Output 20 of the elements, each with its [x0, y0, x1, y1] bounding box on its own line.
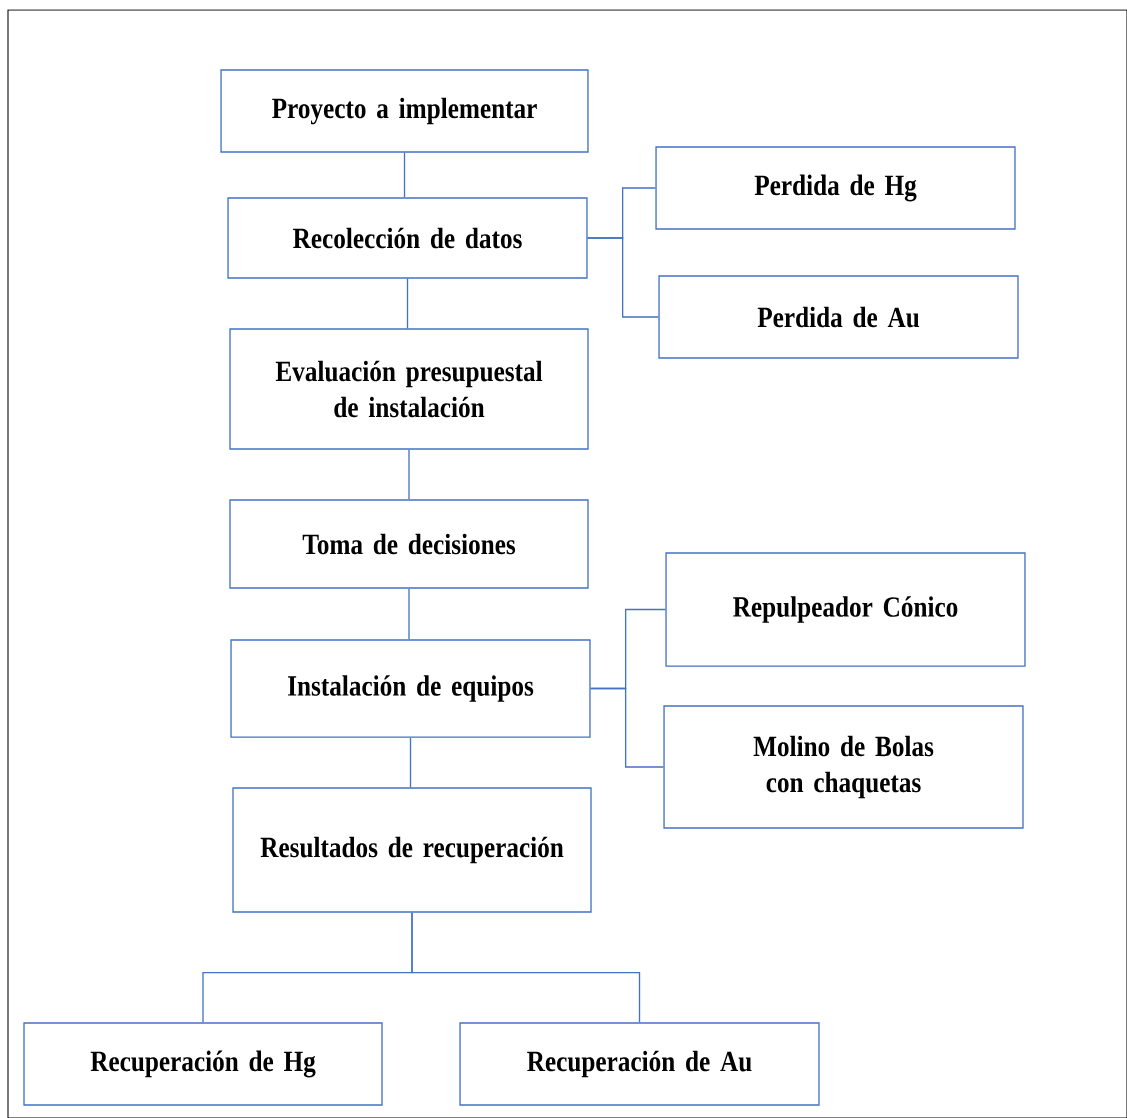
process-box: Perdida de Au	[658, 275, 1019, 359]
process-box: Evaluación presupuestal de instalación	[229, 328, 589, 450]
connector-line	[408, 449, 410, 500]
process-box: Molino de Bolas con chaquetas	[663, 705, 1024, 829]
process-box: Instalación de equipos	[230, 639, 591, 738]
process-box: Recolección de datos	[227, 197, 588, 279]
process-box: Resultados de recuperación	[232, 787, 592, 913]
connector-line	[409, 737, 412, 788]
process-box: Proyecto a implementar	[220, 69, 589, 153]
connector-line	[586, 237, 660, 318]
connector-line	[406, 278, 409, 329]
connector-line	[589, 687, 665, 768]
process-box: Toma de decisiones	[229, 499, 589, 589]
process-box: Recuperación de Au	[459, 1022, 820, 1106]
process-box: Perdida de Hg	[655, 146, 1016, 230]
process-box: Recuperación de Hg	[23, 1022, 383, 1106]
connector-line	[411, 912, 641, 1023]
connector-line	[403, 152, 406, 198]
connector-line	[408, 588, 410, 640]
process-box: Repulpeador Cónico	[665, 552, 1026, 667]
